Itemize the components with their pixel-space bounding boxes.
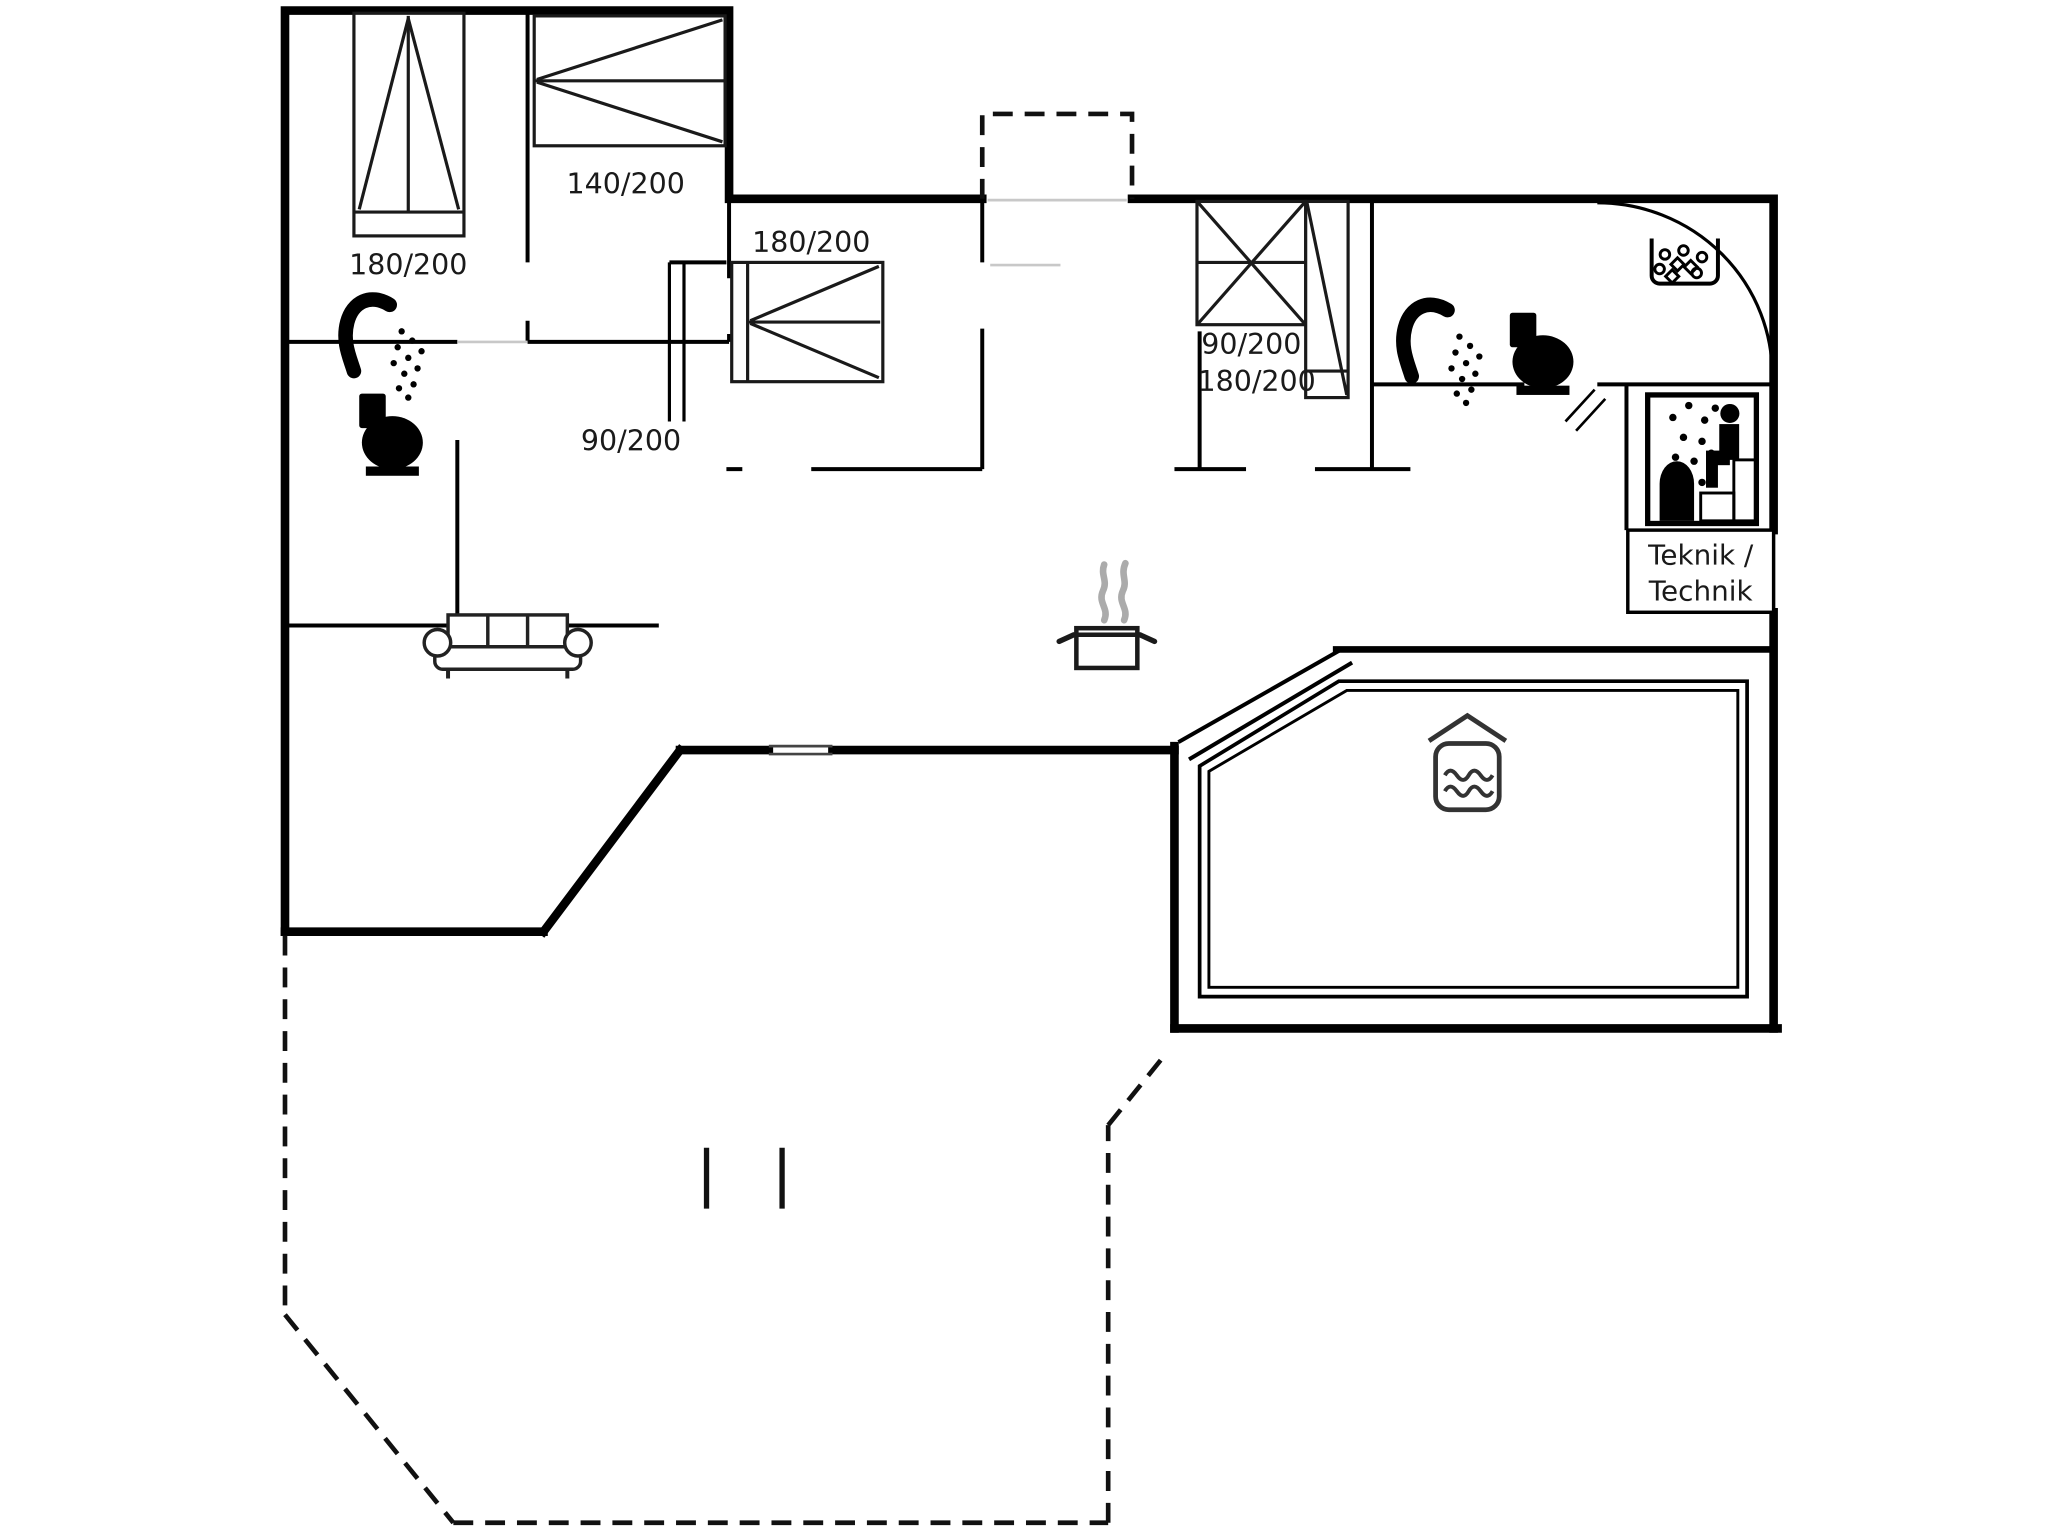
cooking-pot-icon [1056,559,1158,671]
sliding-door-lines [667,262,686,422]
sofa-icon [422,613,593,679]
pool-chamfer-wall [1177,647,1354,762]
bunk-bed-icon [1195,199,1350,400]
double-bed-140-icon [532,14,727,148]
door-opening-lines [457,198,1127,344]
technik-room-box [1626,528,1776,615]
whirlpool-icon [1649,238,1720,286]
outer-walls [280,6,1782,1033]
shower-icon [338,292,425,401]
technik-label-line2: Technik [1648,574,1754,607]
shower2-icon [1396,297,1483,407]
pool-basin [1197,679,1749,999]
bed-size-label-second: 140/200 [566,167,684,200]
toilet-icon [359,393,423,476]
door-swing-arc [1597,201,1774,378]
technik-label-line1: Teknik / [1647,539,1754,572]
double-bed-icon [352,11,466,238]
terrace-dashed-boundary [282,111,1166,1526]
terrace-marks [703,1147,785,1209]
bed-size-label-topleft: 180/200 [349,248,467,281]
toilet2-icon [1509,312,1574,395]
bunk-size-label-lower: 180/200 [1197,365,1315,398]
bed-size-label-middle: 180/200 [752,226,870,259]
indoor-pool-icon [1427,712,1508,813]
window-lines [768,744,833,756]
double-bed-middle-icon [730,260,885,384]
sauna-door-marks [1564,388,1607,432]
bunk-size-label-upper: 90/200 [1201,328,1301,361]
sauna-icon [1645,392,1760,527]
bed-size-label-middle-upper: 90/200 [581,425,681,458]
